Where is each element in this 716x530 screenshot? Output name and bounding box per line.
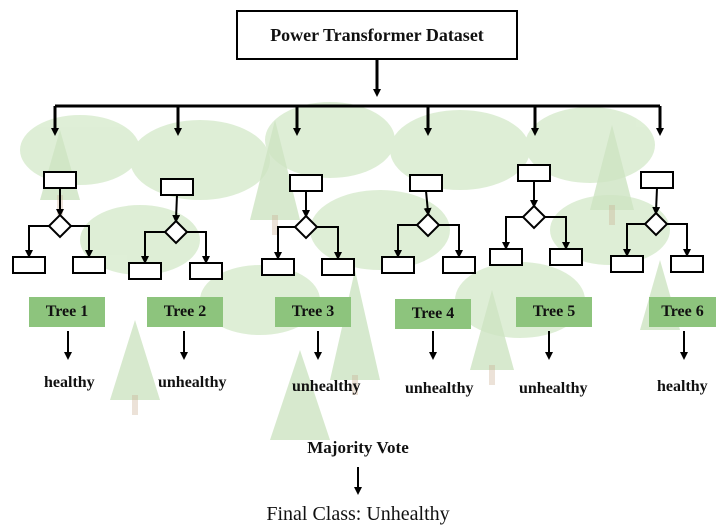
left-leaf-node [489,248,523,266]
right-branch-arrow [545,216,570,250]
dataset-title: Power Transformer Dataset [270,24,484,45]
tree-1-label: Tree 1 [29,297,105,327]
right-leaf-node [321,258,355,276]
root-node [640,171,674,189]
dataset-box: Power Transformer Dataset [236,10,518,60]
right-leaf-node [189,262,223,280]
decision-tree-4 [381,174,476,274]
right-leaf-node [549,248,583,266]
tree-1-outcome: healthy [44,374,95,391]
left-branch-arrow [623,223,645,257]
right-leaf-node [442,256,476,274]
root-node [517,164,551,182]
majority-vote-label: Majority Vote [307,438,409,457]
right-leaf-node [670,255,704,273]
decision-tree-2 [128,178,223,280]
root-to-split-arrow [652,187,661,215]
right-branch-arrow [317,226,342,260]
right-branch-arrow [439,224,463,258]
decision-tree-3 [261,174,355,276]
tree-3-outcome: unhealthy [292,378,361,395]
tree-5-outcome: unhealthy [519,380,588,397]
final-class-label: Final Class: Unhealthy [266,503,450,525]
tree-2-label: Tree 2 [147,297,223,327]
root-to-split-arrow [172,194,181,223]
split-node [163,219,189,245]
tree-6-outcome: healthy [657,378,708,395]
left-branch-arrow [394,224,417,258]
left-leaf-node [610,255,644,273]
split-node [521,204,547,230]
decision-tree-5 [489,164,583,266]
left-leaf-node [12,256,46,274]
left-leaf-node [128,262,162,280]
tree-2-outcome: unhealthy [158,374,227,391]
left-branch-arrow [274,226,295,260]
root-node [289,174,323,192]
decision-tree-1 [12,171,106,274]
tree-6-label: Tree 6 [649,297,716,327]
right-branch-arrow [187,231,210,264]
left-branch-arrow [141,231,165,264]
tree-4-label: Tree 4 [395,299,471,329]
split-node [643,211,669,237]
tree-3-label: Tree 3 [275,297,351,327]
right-leaf-node [72,256,106,274]
decision-tree-6 [610,171,704,273]
root-node [409,174,443,192]
left-leaf-node [381,256,415,274]
root-to-split-arrow [423,190,432,216]
tree-5-label: Tree 5 [516,297,592,327]
tree-4-outcome: unhealthy [405,380,474,397]
split-node [293,214,319,240]
split-node [415,212,441,238]
left-branch-arrow [25,225,49,258]
root-node [43,171,77,189]
left-branch-arrow [502,216,523,250]
left-leaf-node [261,258,295,276]
split-node [47,213,73,239]
right-branch-arrow [71,225,93,258]
root-node [160,178,194,196]
right-branch-arrow [667,223,691,257]
